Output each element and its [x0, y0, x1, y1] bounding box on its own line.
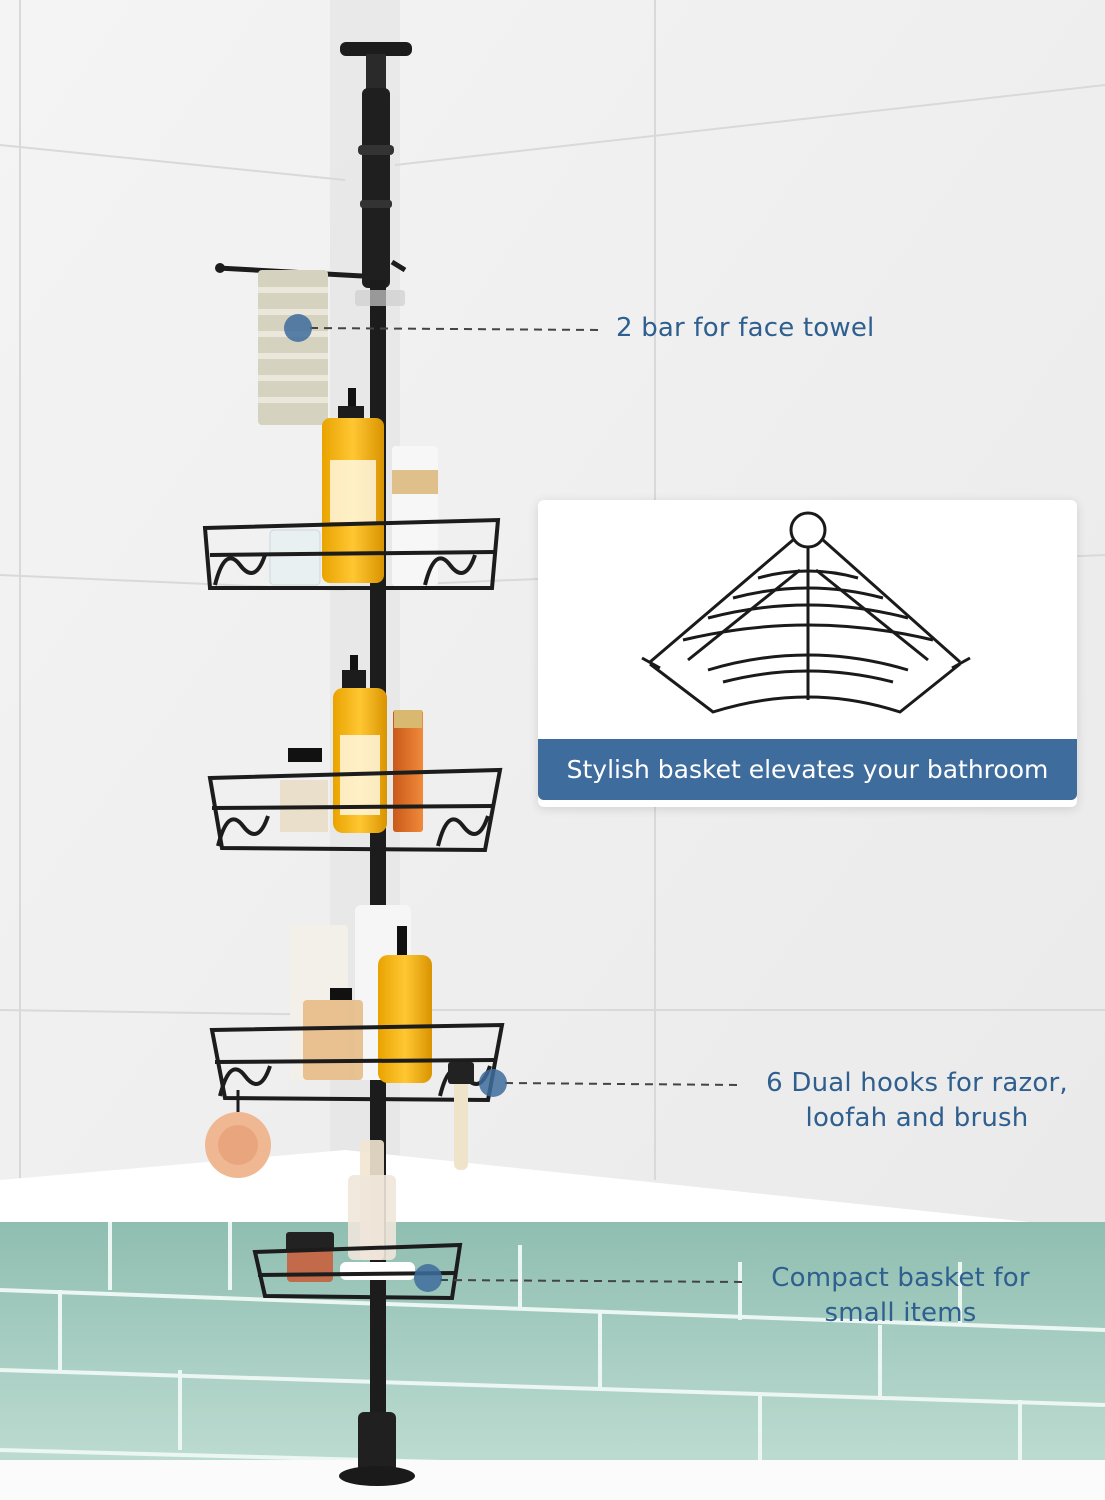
- basket-detail-inset: Stylish basket elevates your bathroom: [538, 500, 1077, 807]
- callout-pointers: [284, 314, 746, 1292]
- callout-compact-line-2: small items: [824, 1298, 977, 1328]
- shelf-2-basket: [207, 767, 503, 853]
- shelf-1-basket: [202, 517, 501, 590]
- callout-hooks: 6 Dual hooks for razor, loofah and brush: [752, 1066, 1082, 1136]
- corner-basket-drawing: [641, 511, 971, 714]
- callout-hooks-line-1: 6 Dual hooks for razor,: [766, 1068, 1068, 1098]
- green-tiles: [0, 1222, 1105, 1500]
- callout-towel-bar: 2 bar for face towel: [616, 313, 875, 343]
- inset-caption: Stylish basket elevates your bathroom: [538, 739, 1077, 800]
- callout-compact-basket: Compact basket for small items: [748, 1261, 1053, 1331]
- callout-compact-line-1: Compact basket for: [771, 1263, 1030, 1293]
- bathtub-edge: [0, 1460, 1105, 1500]
- callout-hooks-line-2: loofah and brush: [805, 1103, 1029, 1133]
- shelf-3-products: [290, 905, 432, 1083]
- loofah-and-razor: [205, 1062, 474, 1178]
